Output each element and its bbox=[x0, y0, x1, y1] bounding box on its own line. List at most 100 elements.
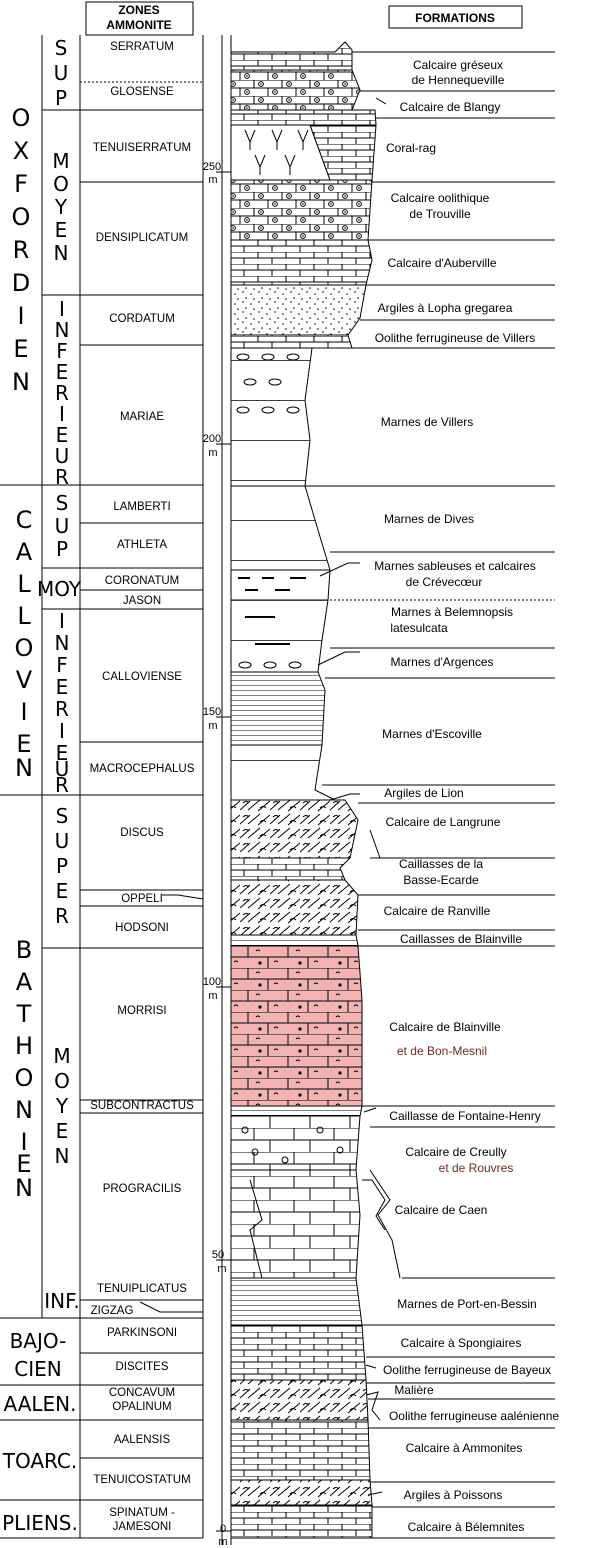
formation-label: latesulcata bbox=[390, 621, 448, 635]
formation-label: Coral-rag bbox=[386, 141, 436, 155]
scale-unit: m bbox=[217, 1263, 226, 1275]
substage-letter: I bbox=[59, 719, 65, 743]
zone-label: OPALINUM bbox=[112, 1401, 171, 1413]
stage-letter: X bbox=[13, 137, 29, 165]
zone-label: CONCAVUM bbox=[109, 1387, 175, 1399]
substage-letter: N bbox=[55, 1144, 70, 1168]
substage-letter: U bbox=[55, 444, 70, 468]
substage-letter: U bbox=[55, 514, 70, 538]
formation-label: Calcaire à Bélemnites bbox=[408, 1520, 525, 1534]
stage-letter: B bbox=[16, 936, 32, 964]
stage-letter: H bbox=[15, 1032, 33, 1060]
depth-scale: 250 m 200 m 150 m 100 m 50 m 0 m bbox=[203, 35, 232, 1548]
substage-letter: I bbox=[59, 402, 65, 426]
substage-letter: F bbox=[56, 339, 68, 363]
substage-cal-sup: S U P bbox=[55, 491, 70, 561]
stage-oxfordien: O X F O R D I E N bbox=[12, 104, 31, 396]
substage-bat-super: S U P E R bbox=[55, 804, 70, 928]
substage-cal-inferieur: I N F E R I E U R bbox=[55, 609, 70, 797]
substage-letter: I bbox=[59, 609, 65, 633]
substage-bat-inf: INF. bbox=[44, 1289, 80, 1313]
substage-oxf-sup: S U P bbox=[54, 36, 69, 110]
stage-letter: N bbox=[12, 368, 30, 396]
substage-letter: R bbox=[55, 465, 69, 489]
stage-aalenien: AALEN. bbox=[3, 1392, 76, 1416]
zone-label: AALENSIS bbox=[114, 1434, 171, 1446]
stage-letter: O bbox=[12, 104, 31, 132]
substage-letter: N bbox=[54, 241, 69, 265]
substage-letter: R bbox=[55, 381, 69, 405]
stage-letter: I bbox=[20, 1128, 27, 1156]
zone-label: CALLOVIENSE bbox=[102, 671, 182, 683]
substage-letter: E bbox=[56, 741, 69, 765]
stage-letter: E bbox=[16, 1150, 31, 1178]
stage-letter: A bbox=[16, 968, 33, 996]
zone-label: MACROCEPHALUS bbox=[90, 763, 195, 775]
formation-label: Argiles à Poissons bbox=[404, 1488, 503, 1502]
stage-bajocien-line1: BAJO- bbox=[10, 1329, 67, 1353]
scale-unit: m bbox=[208, 174, 217, 186]
zone-label: PROGRACILIS bbox=[103, 1183, 182, 1195]
scale-tick: 0 bbox=[220, 1523, 226, 1535]
substage-letter: R bbox=[55, 904, 69, 928]
substage-bat-moyen: M O Y E N bbox=[53, 1044, 70, 1168]
scale-unit: m bbox=[208, 990, 217, 1002]
formations-header: FORMATIONS bbox=[388, 5, 523, 29]
formation-labels: Calcaire gréseux de Hennequeville Calcai… bbox=[374, 58, 559, 1534]
zone-label: DISCUS bbox=[120, 827, 164, 839]
formation-label: Calcaire de Creully bbox=[405, 1145, 506, 1159]
formation-label: Marnes de Port-en-Bessin bbox=[397, 1297, 536, 1311]
stage-letter: O bbox=[15, 634, 34, 662]
formation-label: Calcaire d'Auberville bbox=[387, 256, 496, 270]
stage-letter: C bbox=[16, 506, 33, 534]
zone-label: PARKINSONI bbox=[107, 1327, 177, 1339]
formation-label: Calcaire à Spongiaires bbox=[401, 1336, 522, 1350]
scale-unit: m bbox=[208, 720, 217, 732]
formation-label: Calcaire oolithique bbox=[391, 191, 490, 205]
formation-label: Caillasses de Blainville bbox=[400, 932, 522, 946]
scale-tick: 50 bbox=[212, 1249, 224, 1261]
zone-label: LAMBERTI bbox=[113, 501, 170, 513]
formation-label: Calcaire de Caen bbox=[395, 1203, 488, 1217]
stage-letter: O bbox=[12, 203, 31, 231]
formation-label: Calcaire de Blainville bbox=[389, 1020, 501, 1034]
zone-label: JASON bbox=[123, 595, 161, 607]
substage-letter: N bbox=[55, 631, 70, 655]
scale-tick: 200 bbox=[203, 433, 221, 445]
zone-label: JAMESONI bbox=[113, 1521, 172, 1533]
substage-letter: E bbox=[56, 1119, 69, 1143]
formations-header-text: FORMATIONS bbox=[415, 11, 495, 25]
stage-bajocien-line2: CIEN bbox=[14, 1357, 61, 1381]
stage-letter: I bbox=[17, 302, 24, 330]
zone-label: DISCITES bbox=[115, 1361, 168, 1373]
zone-label: SERRATUM bbox=[110, 41, 174, 53]
stage-bathonien: B A T H O N I E N bbox=[15, 936, 34, 1202]
substage-letter: M bbox=[52, 149, 69, 173]
substage-letter: P bbox=[55, 86, 67, 110]
substage-letter: Y bbox=[54, 195, 68, 219]
zone-label: TENUIPLICATUS bbox=[97, 1283, 187, 1295]
formation-label: Marnes sableuses et calcaires bbox=[374, 559, 535, 573]
stage-letter: V bbox=[16, 666, 33, 694]
chronostrat-grid bbox=[0, 35, 204, 1539]
substage-letter: E bbox=[56, 360, 69, 384]
zone-label: ZIGZAG bbox=[91, 1305, 134, 1317]
stage-letter: E bbox=[16, 730, 31, 758]
formation-label: Oolithe ferrugineuse aalénienne bbox=[389, 1409, 559, 1423]
formation-label-extra: et de Bon-Mesnil bbox=[397, 1044, 487, 1058]
zone-label: HODSONI bbox=[115, 922, 169, 934]
stage-letter: L bbox=[17, 570, 31, 598]
substage-letter: U bbox=[54, 61, 69, 85]
substage-letter: U bbox=[55, 829, 70, 853]
formation-label: Calcaire à Ammonites bbox=[406, 1441, 523, 1455]
formation-label: Marnes d'Argences bbox=[390, 655, 493, 669]
formation-label: Calcaire de Ranville bbox=[384, 904, 491, 918]
formation-label: Calcaire gréseux bbox=[413, 58, 503, 72]
formation-label: Marnes de Villers bbox=[381, 415, 473, 429]
stage-letter: T bbox=[16, 1000, 32, 1028]
formation-label: Marnes à Belemnopsis bbox=[391, 605, 513, 619]
substage-letter: N bbox=[55, 318, 70, 342]
formation-boundaries bbox=[305, 51, 555, 1539]
